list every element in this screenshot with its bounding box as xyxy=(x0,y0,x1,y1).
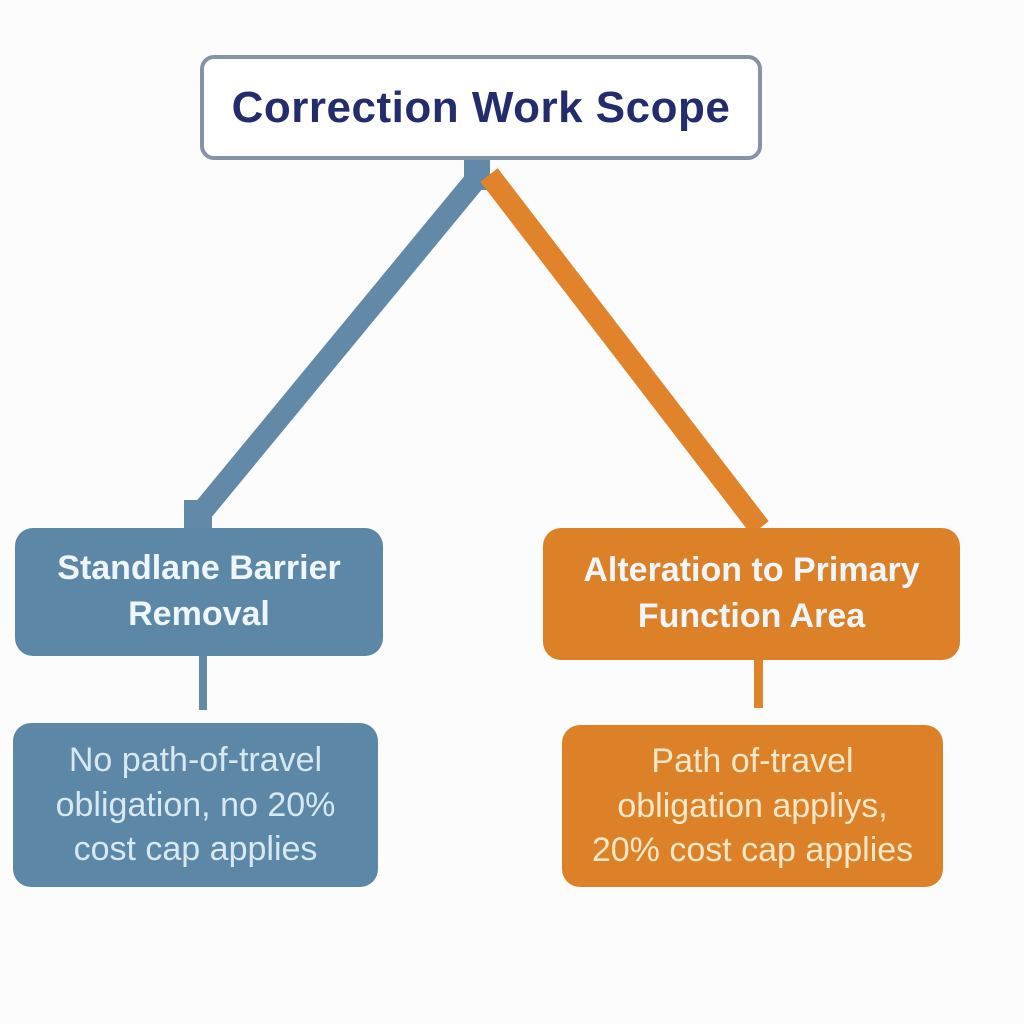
edge-root-to-left xyxy=(191,171,486,521)
root-node-correction-work-scope: Correction Work Scope xyxy=(200,55,762,160)
leaf-right-label: Path of-travel obligation appliys, 20% c… xyxy=(591,741,914,870)
branch-left-label: Standlane Barrier Removal xyxy=(57,549,341,633)
branch-node-alteration-primary-function: Alteration to Primary Function Area xyxy=(543,528,960,660)
root-node-label: Correction Work Scope xyxy=(231,82,731,132)
leaf-node-no-path-of-travel: No path-of-travel obligation, no 20% cos… xyxy=(13,723,378,887)
edge-right-to-leaf xyxy=(754,650,763,708)
branch-node-standalone-barrier-removal: Standlane Barrier Removal xyxy=(15,528,383,656)
edge-left-to-leaf xyxy=(199,650,207,710)
leaf-left-label: No path-of-travel obligation, no 20% cos… xyxy=(55,740,336,869)
branch-right-label: Alteration to Primary Function Area xyxy=(583,551,920,635)
edge-root-to-right xyxy=(480,168,769,535)
leaf-node-path-of-travel-applies: Path of-travel obligation appliys, 20% c… xyxy=(562,725,943,887)
left-landing-stub xyxy=(184,500,212,532)
